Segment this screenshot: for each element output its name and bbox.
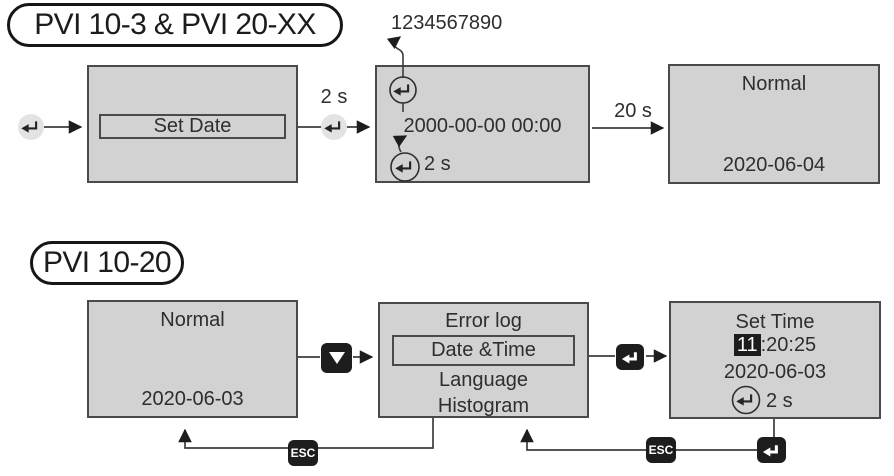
enter-hold-label-screen: 2 s [766,390,793,412]
enter-key-icon[interactable] [18,114,44,140]
menu-item-histogram: Histogram [437,395,530,417]
esc-key-button[interactable]: ESC [288,440,318,466]
enter-hold-label-screen: 2 s [424,153,451,175]
esc-key-label: ESC [648,443,674,457]
set-time-title: Set Time [735,311,815,333]
menu-item-selected-box: Set Date [99,114,286,139]
esc-key-button[interactable]: ESC [646,437,676,463]
enter-key-button[interactable] [616,344,644,370]
set-time-date: 2020-06-03 [723,361,827,383]
digit-keys-hint: 1234567890 [391,12,503,34]
model-badge-top-label: PVI 10-3 & PVI 20-XX [34,8,316,41]
menu-item-error-log: Error log [445,310,522,332]
menu-item-selected-box: Date &Time [392,335,575,366]
time-minsec: :20:25 [760,334,817,356]
screen-date-edit: 2000-00-00 00:00 2 s [375,65,590,183]
status-date: 2020-06-03 [141,388,244,410]
enter-hold-label: 2 s [320,86,348,108]
date-edit-value: 2000-00-00 00:00 [403,115,562,137]
status-text: Normal [741,73,807,95]
model-badge-bottom-label: PVI 10-20 [42,246,172,279]
down-triangle-icon [328,352,345,364]
screen-menu: Error log Date &Time Language Histogram [378,302,589,418]
esc-key-label: ESC [290,446,316,460]
menu-item-date-time: Date &Time [431,339,536,361]
model-badge-top: PVI 10-3 & PVI 20-XX [7,3,343,47]
enter-key-icon[interactable] [321,114,347,140]
time-value: 11:20:25 [671,334,879,357]
screen-normal-bottom: Normal 2020-06-03 [87,300,298,418]
screen-normal-top: Normal 2020-06-04 [668,64,880,184]
status-date: 2020-06-04 [722,154,826,176]
status-text: Normal [160,309,225,331]
screen-set-time: Set Time 11:20:25 2020-06-03 2 s [669,301,881,419]
menu-item-language: Language [439,369,528,391]
enter-icon [620,347,641,368]
screen-set-date: Set Date [87,65,298,183]
menu-item-set-date: Set Date [153,115,232,137]
enter-icon [761,440,782,461]
model-badge-bottom: PVI 10-20 [30,241,184,285]
timeout-label: 20 s [614,100,652,122]
enter-key-button[interactable] [757,437,786,463]
time-hour-selected: 11 [733,334,761,356]
down-key-button[interactable] [321,343,352,373]
